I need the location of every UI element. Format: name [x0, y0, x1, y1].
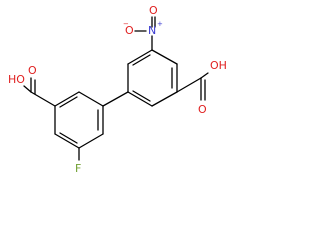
- upper-acid-hydroxyl-label: OH: [210, 59, 227, 72]
- nitro-oxygen-left-label: O: [125, 24, 134, 37]
- lower-acid-hydroxyl-label: HO: [8, 73, 25, 86]
- nitro-nitrogen-charge: +: [157, 20, 163, 28]
- nitro-oxygen-charge: −: [123, 20, 129, 28]
- upper-carboxylic-acid: OH O: [176, 59, 227, 116]
- lower-benzene-ring: [54, 91, 104, 149]
- fluoro-substituent: F: [75, 147, 81, 175]
- biaryl-bond: [102, 91, 129, 107]
- upper-acid-carbonyl-oxygen-label: O: [198, 103, 207, 116]
- fluorine-label: F: [75, 162, 81, 175]
- lower-acid-carbonyl-oxygen-label: O: [28, 64, 37, 77]
- nitro-oxygen-top-label: O: [149, 4, 158, 17]
- structure-diagram: N + O O − OH O HO O F: [8, 4, 227, 175]
- nitro-nitrogen-label: N: [148, 24, 156, 37]
- lower-carboxylic-acid: HO O: [8, 64, 56, 107]
- upper-benzene-ring: [127, 49, 178, 107]
- nitro-group: N + O O −: [123, 4, 163, 51]
